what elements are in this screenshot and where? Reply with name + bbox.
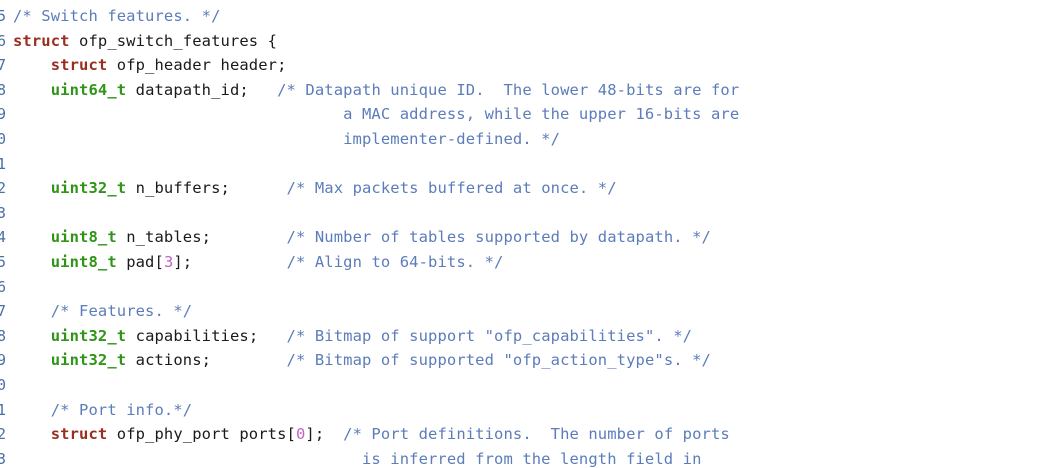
- token-plain: [13, 81, 51, 99]
- code-line[interactable]: struct ofp_phy_port ports[0]; /* Port de…: [13, 422, 1052, 447]
- token-keyword: struct: [50, 56, 108, 75]
- line-number: 5: [0, 7, 6, 25]
- code-line[interactable]: [13, 152, 1052, 177]
- line-number: 1: [0, 154, 6, 173]
- token-plain: ofp_phy_port ports[: [107, 425, 296, 444]
- line-number: 8: [0, 326, 6, 345]
- token-plain: datapath_id;: [126, 80, 278, 99]
- code-line[interactable]: [13, 275, 1052, 300]
- token-comment: /* Features. */: [50, 302, 193, 321]
- token-plain: [13, 425, 51, 443]
- line-number: 3: [0, 203, 6, 222]
- line-number: 6: [0, 277, 6, 296]
- code-line[interactable]: uint8_t n_tables; /* Number of tables su…: [13, 225, 1052, 250]
- token-comment: /* Port info.*/: [50, 400, 193, 419]
- token-plain: [13, 302, 51, 320]
- code-line[interactable]: [13, 201, 1052, 226]
- code-line[interactable]: [13, 373, 1052, 398]
- token-type: uint32_t: [50, 326, 127, 345]
- line-number: 6: [0, 31, 6, 50]
- token-plain: n_tables;: [116, 228, 287, 247]
- code-line[interactable]: /* Features. */: [13, 299, 1052, 324]
- token-plain: actions;: [126, 351, 287, 370]
- token-type: uint32_t: [50, 351, 127, 370]
- token-plain: ofp_header header;: [107, 56, 287, 75]
- line-number: 8: [0, 80, 6, 99]
- token-comment: /* Bitmap of support "ofp_capabilities".…: [286, 326, 693, 345]
- line-number: 3: [0, 449, 6, 468]
- code-line[interactable]: struct ofp_header header;: [13, 53, 1052, 78]
- line-number: 9: [0, 105, 6, 124]
- token-comment: /* Port definitions. The number of ports: [343, 425, 730, 444]
- token-keyword: struct: [50, 425, 108, 444]
- line-number: 2: [0, 179, 6, 198]
- token-type: uint8_t: [50, 252, 117, 271]
- token-plain: ];: [305, 425, 344, 444]
- token-comment: /* Bitmap of supported "ofp_action_type"…: [286, 351, 711, 370]
- line-number: 7: [0, 56, 6, 75]
- line-number: 2: [0, 425, 6, 444]
- token-plain: capabilities;: [126, 326, 287, 345]
- line-number: 0: [0, 129, 6, 148]
- token-comment: /* Datapath unique ID. The lower 48-bits…: [277, 80, 740, 99]
- code-text-area[interactable]: /* Switch features. */ struct ofp_switch_…: [6, 0, 1052, 468]
- code-line[interactable]: /* Port info.*/: [13, 398, 1052, 423]
- token-number: 0: [295, 425, 306, 444]
- line-number: 9: [0, 351, 6, 370]
- token-comment: /* Switch features. */: [13, 7, 221, 25]
- code-line[interactable]: uint32_t capabilities; /* Bitmap of supp…: [13, 324, 1052, 349]
- token-comment: /* Max packets buffered at once. */: [286, 179, 617, 198]
- line-number-list: 5678901234567890123456: [0, 0, 6, 468]
- token-plain: [13, 253, 51, 271]
- line-number: 4: [0, 228, 6, 247]
- token-plain: [13, 401, 51, 419]
- token-comment: is inferred from the length field in: [13, 449, 702, 468]
- token-comment: /* Align to 64-bits. */: [286, 252, 504, 271]
- token-type: uint32_t: [50, 179, 127, 198]
- line-number-gutter: 5678901234567890123456: [0, 0, 6, 468]
- token-type: uint8_t: [50, 228, 117, 247]
- token-comment: a MAC address, while the upper 16-bits a…: [13, 105, 740, 124]
- line-number: 0: [0, 375, 6, 394]
- line-number: 1: [0, 400, 6, 419]
- line-number: 5: [0, 252, 6, 271]
- code-line[interactable]: uint8_t pad[3]; /* Align to 64-bits. */: [13, 250, 1052, 275]
- token-plain: [13, 351, 51, 369]
- code-line[interactable]: uint32_t n_buffers; /* Max packets buffe…: [13, 176, 1052, 201]
- token-keyword: struct: [13, 31, 70, 50]
- token-plain: pad[: [116, 252, 164, 271]
- code-line[interactable]: /* Switch features. */: [13, 4, 1052, 29]
- token-number: 3: [163, 252, 174, 271]
- token-comment: implementer-defined. */: [13, 129, 561, 148]
- token-type: uint64_t: [50, 80, 127, 99]
- token-comment: /* Number of tables supported by datapat…: [286, 228, 711, 247]
- code-line[interactable]: struct ofp_switch_features {: [13, 29, 1052, 54]
- token-plain: [13, 179, 51, 197]
- code-line[interactable]: is inferred from the length field in: [13, 447, 1052, 468]
- code-line[interactable]: uint64_t datapath_id; /* Datapath unique…: [13, 78, 1052, 103]
- token-plain: [13, 327, 51, 345]
- line-number: 7: [0, 302, 6, 321]
- code-line[interactable]: a MAC address, while the upper 16-bits a…: [13, 102, 1052, 127]
- token-plain: ofp_switch_features {: [69, 31, 278, 50]
- token-plain: n_buffers;: [126, 179, 287, 198]
- token-plain: [13, 56, 51, 74]
- token-plain: ];: [173, 252, 287, 271]
- token-plain: [13, 228, 51, 246]
- code-line[interactable]: implementer-defined. */: [13, 127, 1052, 152]
- code-line[interactable]: uint32_t actions; /* Bitmap of supported…: [13, 348, 1052, 373]
